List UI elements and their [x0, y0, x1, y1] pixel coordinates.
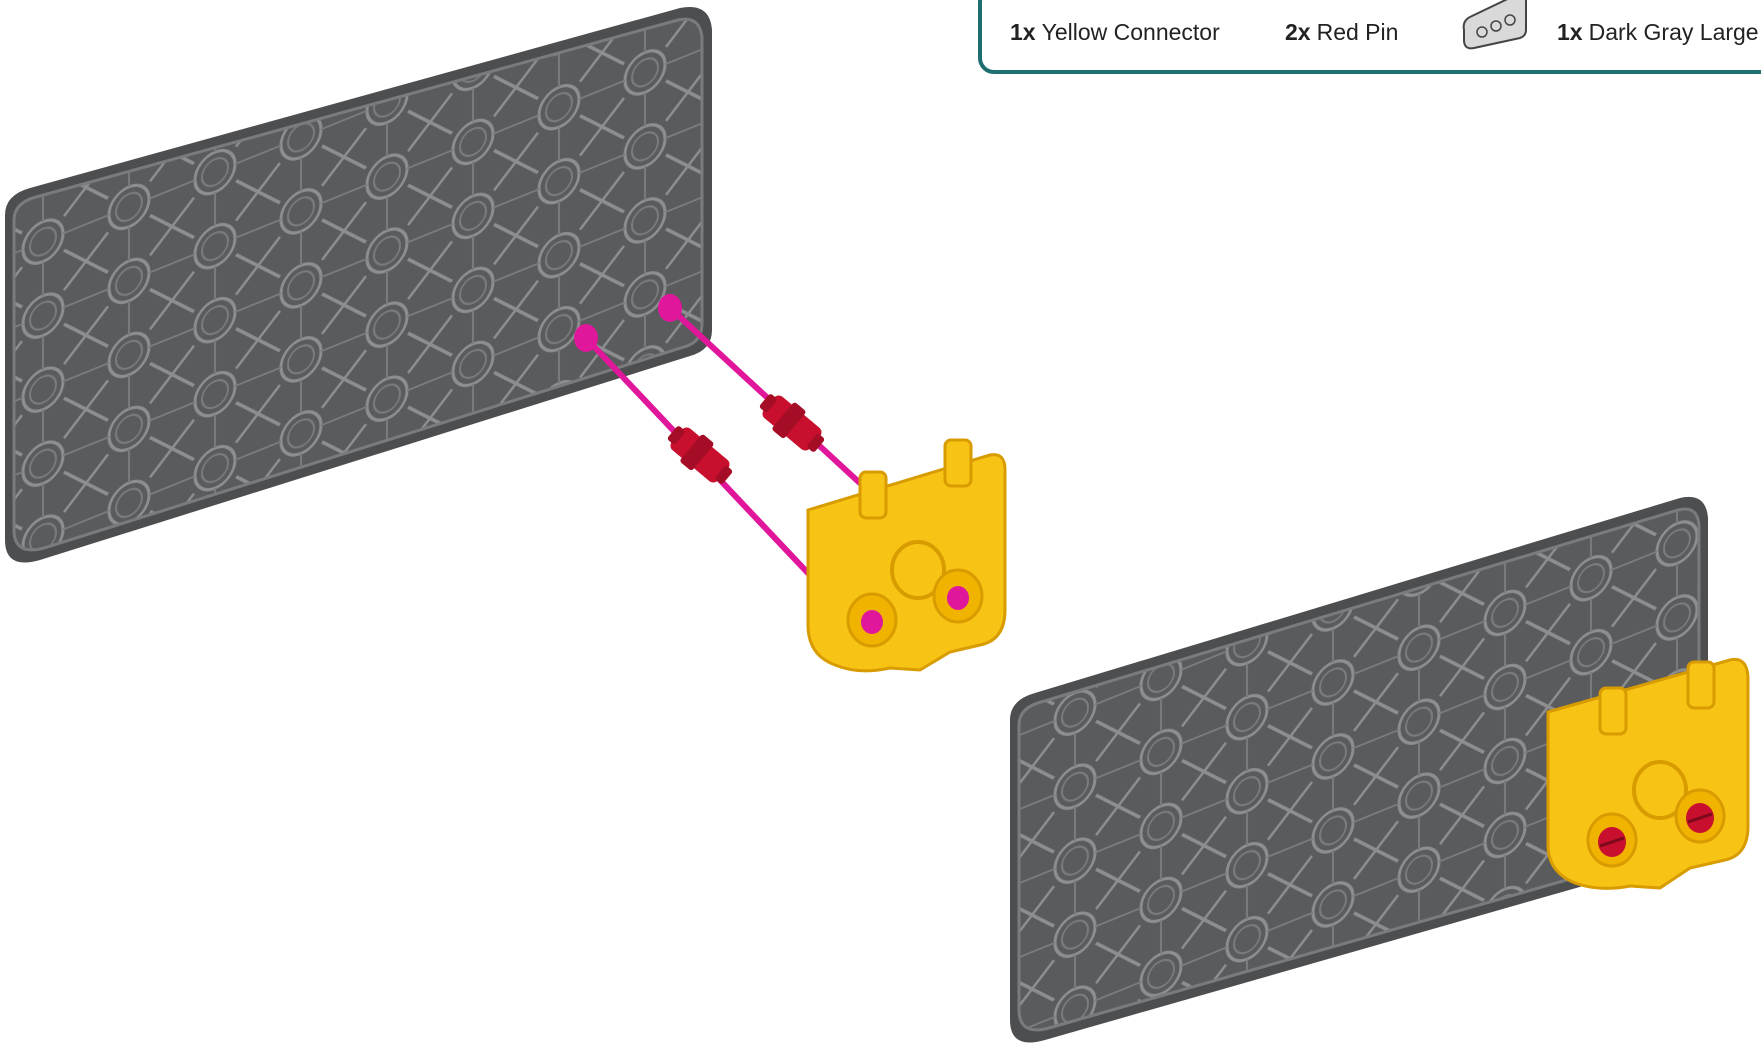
dark-gray-plate-thumbnail — [1462, 0, 1527, 50]
dark-gray-plate-top — [5, 6, 712, 563]
part-name: Yellow Connector — [1041, 19, 1220, 45]
yellow-connector-assembled — [1546, 657, 1750, 890]
parts-list-panel — [978, 0, 1761, 74]
part-qty: 2x — [1285, 19, 1311, 45]
part-name: Dark Gray Large Plate — [1588, 19, 1761, 45]
yellow-connector — [806, 438, 1007, 673]
red-pin — [759, 394, 825, 452]
red-pin-head — [1598, 827, 1626, 857]
part-name: Red Pin — [1316, 19, 1399, 45]
part-qty: 1x — [1557, 19, 1583, 45]
part-qty: 1x — [1010, 19, 1036, 45]
red-pin — [667, 426, 733, 484]
red-pin-head — [1686, 803, 1714, 833]
